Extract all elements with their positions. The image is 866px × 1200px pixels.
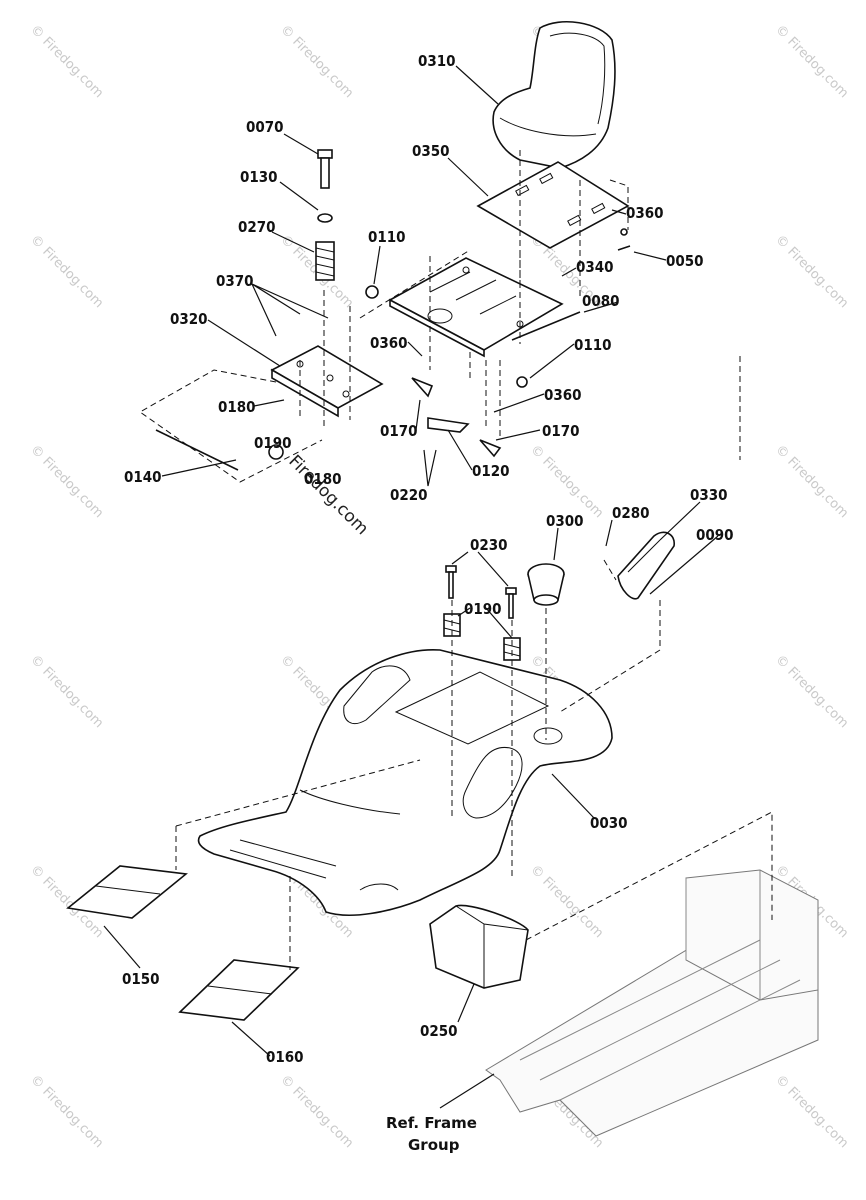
watermark: © Firedog.com bbox=[527, 862, 606, 941]
label-0370[interactable]: 0370 bbox=[216, 272, 254, 290]
label-0330[interactable]: 0330 bbox=[690, 486, 728, 504]
label-0360[interactable]: 0360 bbox=[626, 204, 664, 222]
leader-lines bbox=[103, 65, 719, 1109]
spring-0270[interactable] bbox=[315, 241, 335, 281]
label-0090[interactable]: 0090 bbox=[696, 526, 734, 544]
watermark-center: Firedog.com bbox=[284, 451, 372, 539]
seat-0310[interactable] bbox=[492, 21, 616, 169]
watermark: © Firedog.com bbox=[772, 442, 851, 521]
assembly-lines bbox=[139, 150, 773, 970]
bolt-0230[interactable] bbox=[445, 565, 517, 619]
label-0140[interactable]: 0140 bbox=[124, 468, 162, 486]
fender-body-0030[interactable] bbox=[197, 649, 613, 917]
tray-0250[interactable] bbox=[429, 904, 529, 989]
label-0250[interactable]: 0250 bbox=[420, 1022, 458, 1040]
label-0220[interactable]: 0220 bbox=[390, 486, 428, 504]
label-0110[interactable]: 0110 bbox=[574, 336, 612, 354]
watermark: © Firedog.com bbox=[527, 442, 606, 521]
label-0080[interactable]: 0080 bbox=[582, 292, 620, 310]
label-0110[interactable]: 0110 bbox=[368, 228, 406, 246]
watermark: © Firedog.com bbox=[27, 22, 106, 101]
watermark: © Firedog.com bbox=[772, 22, 851, 101]
watermark: © Firedog.com bbox=[27, 442, 106, 521]
cover-0330[interactable] bbox=[617, 531, 675, 600]
watermark: © Firedog.com bbox=[27, 232, 106, 311]
watermark: © Firedog.com bbox=[772, 232, 851, 311]
mat-0150[interactable] bbox=[66, 865, 188, 919]
label-0130[interactable]: 0130 bbox=[240, 168, 278, 186]
label-0150[interactable]: 0150 bbox=[122, 970, 160, 988]
label-0180[interactable]: 0180 bbox=[304, 470, 342, 488]
label-0190[interactable]: 0190 bbox=[464, 600, 502, 618]
seat-hinge-plate-0340[interactable] bbox=[388, 257, 564, 358]
label-0160[interactable]: 0160 bbox=[266, 1048, 304, 1066]
rod-0140[interactable] bbox=[155, 429, 239, 471]
label-0230[interactable]: 0230 bbox=[470, 536, 508, 554]
label-0360[interactable]: 0360 bbox=[544, 386, 582, 404]
label-0120[interactable]: 0120 bbox=[472, 462, 510, 480]
watermark: © Firedog.com bbox=[772, 1072, 851, 1151]
watermark: © Firedog.com bbox=[277, 1072, 356, 1151]
bolt-0070[interactable] bbox=[317, 149, 333, 189]
watermark: © Firedog.com bbox=[277, 22, 356, 101]
watermark: © Firedog.com bbox=[27, 1072, 106, 1151]
watermark: © Firedog.com bbox=[27, 652, 106, 731]
label-0170[interactable]: 0170 bbox=[380, 422, 418, 440]
seat-plate-0350[interactable] bbox=[476, 161, 630, 249]
watermark: © Firedog.com bbox=[772, 652, 851, 731]
mat-0160[interactable] bbox=[178, 959, 300, 1021]
bracket-0320[interactable] bbox=[270, 345, 384, 418]
label-0270[interactable]: 0270 bbox=[238, 218, 276, 236]
label-0280[interactable]: 0280 bbox=[612, 504, 650, 522]
label-0360[interactable]: 0360 bbox=[370, 334, 408, 352]
hardware-small bbox=[268, 228, 631, 460]
ref-frame-label[interactable]: Ref. Frame bbox=[386, 1114, 477, 1132]
label-0300[interactable]: 0300 bbox=[546, 512, 584, 530]
label-0030[interactable]: 0030 bbox=[590, 814, 628, 832]
label-0320[interactable]: 0320 bbox=[170, 310, 208, 328]
label-0190[interactable]: 0190 bbox=[254, 434, 292, 452]
knob-0300[interactable] bbox=[527, 563, 565, 606]
label-0170[interactable]: 0170 bbox=[542, 422, 580, 440]
label-0180[interactable]: 0180 bbox=[218, 398, 256, 416]
label-0340[interactable]: 0340 bbox=[576, 258, 614, 276]
frame-group[interactable] bbox=[485, 869, 819, 1137]
washer-0130[interactable] bbox=[317, 213, 333, 223]
label-0050[interactable]: 0050 bbox=[666, 252, 704, 270]
label-0350[interactable]: 0350 bbox=[412, 142, 450, 160]
label-0310[interactable]: 0310 bbox=[418, 52, 456, 70]
ref-frame-label-group[interactable]: Group bbox=[408, 1136, 460, 1154]
label-0070[interactable]: 0070 bbox=[246, 118, 284, 136]
part-labels: 0310 0070 0350 0130 0360 0270 0110 0050 … bbox=[122, 52, 734, 1154]
